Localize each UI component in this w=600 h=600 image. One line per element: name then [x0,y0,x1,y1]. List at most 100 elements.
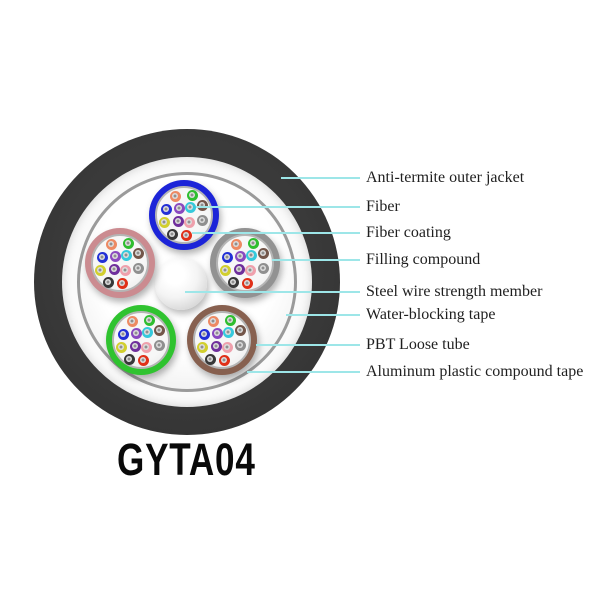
fiber-core [123,252,129,258]
fiber-dark-violet [233,263,245,275]
water-blocking-tape-layer [62,157,312,407]
fiber-violet [109,250,121,262]
fiber-core [199,202,205,208]
fiber-core [225,329,231,335]
fiber-brown [132,247,144,259]
fiber-core [111,266,117,272]
fiber-rose [119,264,131,276]
pbt-loose-tube-gray [210,228,280,298]
fiber-orange [169,190,181,202]
leader-line [286,314,360,316]
pbt-loose-tube-brown [187,305,257,375]
fiber-core [169,231,175,237]
fiber-red [241,277,253,289]
pbt-loose-tube-blue [149,180,219,250]
fiber-core [244,280,250,286]
fiber-core [140,357,146,363]
pbt-loose-tube-rose [85,228,155,298]
fiber-core [126,356,132,362]
fiber-core [260,265,266,271]
fiber-black [123,353,135,365]
fiber-dark-violet [129,340,141,352]
leader-line [192,232,360,234]
fiber-core [222,267,228,273]
fiber-orange [126,315,138,327]
fiber-red [137,354,149,366]
fiber-core [210,318,216,324]
fiber-core [201,331,207,337]
fiber-slate [234,339,246,351]
fiber-blue [198,328,210,340]
fiber-aqua [245,249,257,261]
fiber-core [118,344,124,350]
fiber-aqua [184,201,196,213]
fiber-core [236,266,242,272]
fiber-orange [105,238,117,250]
fiber-core [237,327,243,333]
fiber-core [207,356,213,362]
fiber-slate [196,214,208,226]
fiber-orange [230,238,242,250]
fiber-core [161,219,167,225]
fiber-core [224,254,230,260]
fiber-core [129,318,135,324]
leader-line [185,291,360,293]
fiber-rose [183,216,195,228]
fiber-aqua [120,249,132,261]
leader-line [247,371,360,373]
fiber-dark-violet [210,340,222,352]
fiber-black [166,228,178,240]
fiber-brown [196,199,208,211]
fiber-black [227,276,239,288]
fiber-slate [257,262,269,274]
fiber-violet [234,250,246,262]
fiber-core [119,280,125,286]
fiber-core [120,331,126,337]
pbt-loose-tube-green [106,305,176,375]
fiber-core [144,329,150,335]
fiber-core [213,343,219,349]
annotation-label: Aluminum plastic compound tape [366,363,584,380]
fiber-green [224,314,236,326]
aluminum-plastic-compound-tape-ring [77,172,297,392]
fiber-core [199,217,205,223]
fiber-core [227,317,233,323]
fiber-core [260,250,266,256]
annotation-label: Filling compound [366,251,481,268]
fiber-blue [96,251,108,263]
fiber-core [214,330,220,336]
fiber-slate [153,339,165,351]
fiber-slate [132,262,144,274]
fiber-green [186,189,198,201]
annotation-label: Water-blocking tape [366,306,496,323]
fiber-core [230,279,236,285]
fiber-rose [244,264,256,276]
fiber-blue [221,251,233,263]
leader-line [281,177,360,179]
fiber-core [237,253,243,259]
fiber-core [135,265,141,271]
fiber-core [250,240,256,246]
fiber-core [233,241,239,247]
fiber-red [180,229,192,241]
fiber-core [172,193,178,199]
fiber-core [163,206,169,212]
fiber-aqua [222,326,234,338]
fiber-yellow [115,341,127,353]
annotation-label: Fiber [366,198,400,215]
fiber-yellow [196,341,208,353]
fiber-dark-violet [172,215,184,227]
fiber-blue [117,328,129,340]
fiber-green [143,314,155,326]
fiber-yellow [219,264,231,276]
fiber-core [156,327,162,333]
fiber-black [102,276,114,288]
fiber-core [133,330,139,336]
fiber-core [187,204,193,210]
fiber-orange [207,315,219,327]
fiber-violet [130,327,142,339]
fiber-core [247,267,253,273]
leader-line [256,344,360,346]
fiber-core [224,344,230,350]
